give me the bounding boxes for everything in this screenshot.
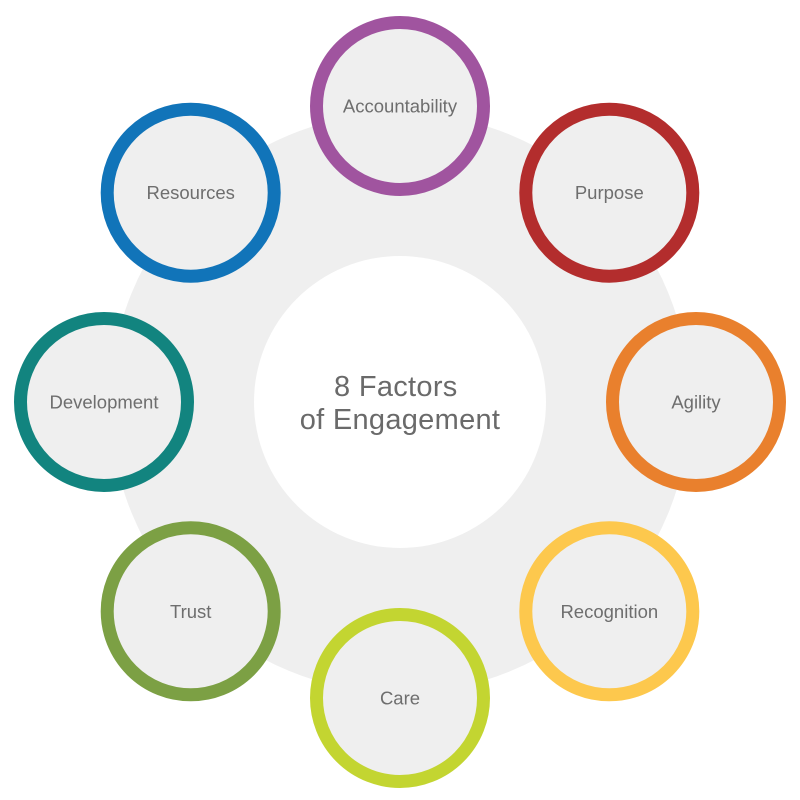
center-hub-circle (254, 256, 546, 548)
factor-label-agility: Agility (671, 391, 721, 412)
center-title: 8 Factors of Engagement (300, 371, 501, 436)
factor-label-accountability: Accountability (343, 95, 458, 116)
factor-circle-development (14, 312, 194, 492)
factor-label-resources: Resources (146, 182, 234, 203)
factor-circle-resources (100, 102, 281, 283)
factor-circle-accountability (310, 16, 490, 196)
factor-label-development: Development (49, 391, 158, 412)
factor-label-care: Care (380, 687, 420, 708)
center-title-line-1: 8 Factors (334, 371, 458, 403)
factor-circle-trust (100, 521, 281, 702)
factors-group: AccountabilityPurposeAgilityRecognitionC… (14, 16, 786, 788)
factor-circle-purpose (519, 102, 700, 283)
center-title-line-2: of Engagement (300, 404, 501, 436)
factor-label-purpose: Purpose (575, 182, 644, 203)
factor-circle-care (310, 608, 490, 788)
factor-label-trust: Trust (170, 601, 211, 622)
factor-circle-recognition (519, 521, 700, 702)
factor-circle-agility (606, 312, 786, 492)
factor-label-recognition: Recognition (560, 601, 658, 622)
